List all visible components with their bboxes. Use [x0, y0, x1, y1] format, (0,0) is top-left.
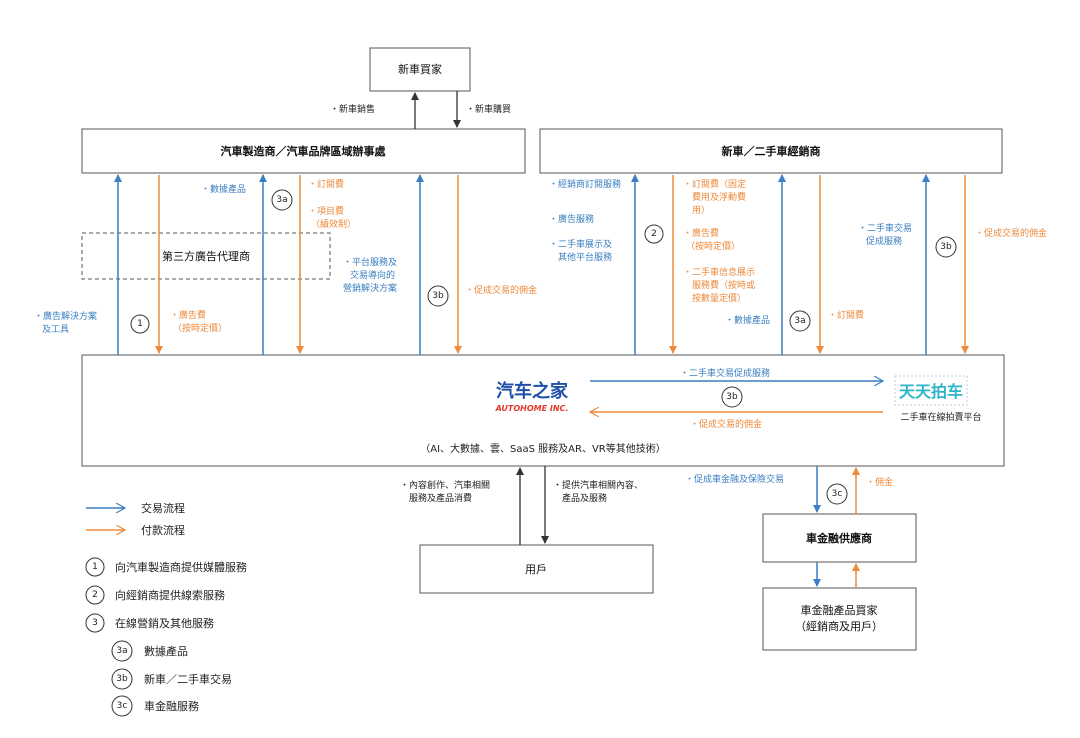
legend: 交易流程 付款流程 1 向汽車製造商提供媒體服務 2 向經銷商提供線索服務 3 …	[85, 501, 247, 717]
label-used-display-1: ・二手車展示及	[549, 238, 612, 250]
new-car-buyer-box: 新車買家	[369, 47, 471, 92]
tianti-logo-frame	[894, 375, 968, 406]
label-provide-2: 產品及服務	[562, 492, 607, 504]
circle-3b-center: 3b	[721, 386, 743, 408]
legend-item-1: 1 向汽車製造商提供媒體服務	[85, 557, 247, 577]
circle-3c: 3c	[826, 483, 848, 505]
circle-3b-dealer: 3b	[935, 236, 957, 258]
label-ad-service: ・廣告服務	[549, 213, 594, 225]
new-car-buyer-label: 新車買家	[398, 62, 442, 76]
tech-text: （AI、大數據、雲、SaaS 服務及AR、VR等其他技術）	[420, 442, 666, 455]
third-party-agency-label: 第三方廣告代理商	[162, 249, 250, 263]
svg-text:數據產品: 數據產品	[144, 644, 188, 658]
label-commission-3: ・促成交易的佣金	[690, 418, 762, 430]
svg-text:3b: 3b	[432, 291, 444, 301]
label-used-info-2: 服務費（按時或	[692, 279, 755, 291]
circle-2: 2	[644, 224, 664, 244]
svg-text:向汽車製造商提供媒體服務: 向汽車製造商提供媒體服務	[115, 560, 247, 574]
label-commission-1: ・促成交易的佣金	[465, 284, 537, 296]
circle-3a-dealer: 3a	[789, 310, 811, 332]
legend-item-3a: 3a 數據產品	[111, 640, 188, 662]
circle-1: 1	[130, 314, 150, 334]
oem-box: 汽車製造商／汽車品牌區域辦事處	[81, 128, 526, 174]
dealer-box: 新車／二手車經銷商	[539, 128, 1003, 174]
legend-item-2: 2 向經銷商提供線索服務	[85, 585, 225, 605]
svg-text:3b: 3b	[940, 242, 952, 252]
label-sub-fee2-3: 用）	[692, 205, 710, 216]
label-project-fee-1: ・項目費	[308, 205, 344, 217]
auto-finance-provider-label: 車金融供應商	[806, 531, 872, 545]
label-commission-2: ・促成交易的佣金	[975, 227, 1047, 239]
label-platform-2: 交易導向的	[350, 269, 395, 281]
legend-item-3c: 3c 車金融服務	[111, 695, 199, 717]
label-platform-1: ・平台服務及	[343, 256, 397, 268]
svg-text:3c: 3c	[117, 701, 128, 711]
label-ad-fee-2: （按時定價）	[173, 322, 227, 334]
label-data-products-2: ・數據產品	[725, 314, 770, 326]
label-subscription-fee-3: ・訂閱費	[828, 309, 864, 321]
svg-text:2: 2	[651, 229, 657, 239]
svg-text:2: 2	[92, 590, 98, 600]
label-content-1: ・內容創作、汽車相關	[400, 479, 490, 491]
label-content-2: 服務及產品消費	[409, 492, 472, 504]
auto-finance-buyer-box: 車金融產品買家 （經銷商及用戶）	[762, 587, 917, 651]
label-sub-fee2-1: ・訂閱費（固定	[683, 178, 746, 190]
tianti-logo: 天天拍车	[899, 382, 963, 401]
legend-item-3b: 3b 新車／二手車交易	[111, 668, 232, 690]
label-new-car-purchase: ・新車購買	[466, 103, 511, 115]
third-party-agency-box: 第三方廣告代理商	[81, 232, 331, 280]
label-used-info-3: 按數量定價）	[692, 292, 746, 304]
svg-text:在線營銷及其他服務: 在線營銷及其他服務	[115, 616, 214, 630]
circle-3b-oem: 3b	[427, 285, 449, 307]
label-commission-4: ・佣金	[866, 476, 893, 488]
circle-3a-oem: 3a	[271, 189, 293, 211]
svg-text:3c: 3c	[832, 489, 843, 499]
svg-text:3a: 3a	[116, 646, 127, 656]
svg-text:3a: 3a	[794, 316, 805, 326]
legend-item-3: 3 在線營銷及其他服務	[85, 613, 214, 633]
label-used-display-2: 其他平台服務	[558, 251, 612, 263]
label-ad-solution-1: ・廣告解決方案	[34, 310, 97, 322]
svg-text:3b: 3b	[726, 392, 738, 402]
label-new-car-sales: ・新車銷售	[330, 103, 375, 115]
autohome-logo-en: AUTOHOME INC.	[495, 404, 569, 413]
label-subscription-fee-1: ・訂閱費	[308, 178, 344, 190]
label-dealer-sub-1: ・經銷商訂閱服務	[549, 178, 621, 190]
auto-finance-buyer-line2: （經銷商及用戶）	[795, 619, 883, 633]
svg-text:新車／二手車交易: 新車／二手車交易	[144, 672, 232, 686]
oem-label: 汽車製造商／汽車品牌區域辦事處	[221, 144, 387, 158]
svg-text:3a: 3a	[276, 195, 287, 205]
users-box: 用戶	[419, 544, 654, 594]
label-ad-fee2-1: ・廣告費	[683, 227, 719, 239]
dealer-label: 新車／二手車經銷商	[722, 144, 821, 158]
label-used-info-1: ・二手車信息展示	[683, 266, 755, 278]
legend-trade-flow: 交易流程	[141, 501, 185, 515]
label-provide-1: ・提供汽車相關內容、	[553, 479, 643, 491]
label-platform-3: 營銷解決方案	[343, 282, 397, 294]
label-project-fee-2: （績效制）	[311, 218, 356, 230]
svg-text:3: 3	[92, 618, 98, 628]
autohome-platform-box	[81, 354, 1005, 467]
label-ad-fee2-2: （按時定價）	[686, 240, 740, 252]
label-data-products-1: ・數據產品	[201, 183, 246, 195]
label-used-trade-service: ・二手車交易促成服務	[680, 367, 770, 379]
auto-finance-buyer-line1: 車金融產品買家	[801, 603, 878, 617]
svg-text:向經銷商提供線索服務: 向經銷商提供線索服務	[115, 588, 225, 602]
autohome-logo: 汽车之家	[496, 380, 569, 402]
svg-text:3b: 3b	[116, 674, 128, 684]
label-finance-trade: ・促成車金融及保險交易	[685, 473, 784, 485]
label-sub-fee2-2: 費用及浮動費	[692, 191, 746, 203]
svg-text:1: 1	[92, 562, 98, 572]
auto-finance-provider-box: 車金融供應商	[762, 513, 917, 563]
label-ad-solution-2: 及工具	[42, 324, 69, 335]
svg-text:車金融服務: 車金融服務	[144, 699, 199, 713]
users-label: 用戶	[525, 563, 547, 576]
label-used-trade-2: 促成服務	[866, 235, 902, 247]
svg-text:1: 1	[137, 319, 143, 329]
legend-payment-flow: 付款流程	[141, 523, 185, 537]
label-ad-fee-1: ・廣告費	[170, 309, 206, 321]
tianti-caption: 二手車在線拍賣平台	[900, 411, 981, 423]
label-used-trade-1: ・二手車交易	[858, 222, 912, 234]
